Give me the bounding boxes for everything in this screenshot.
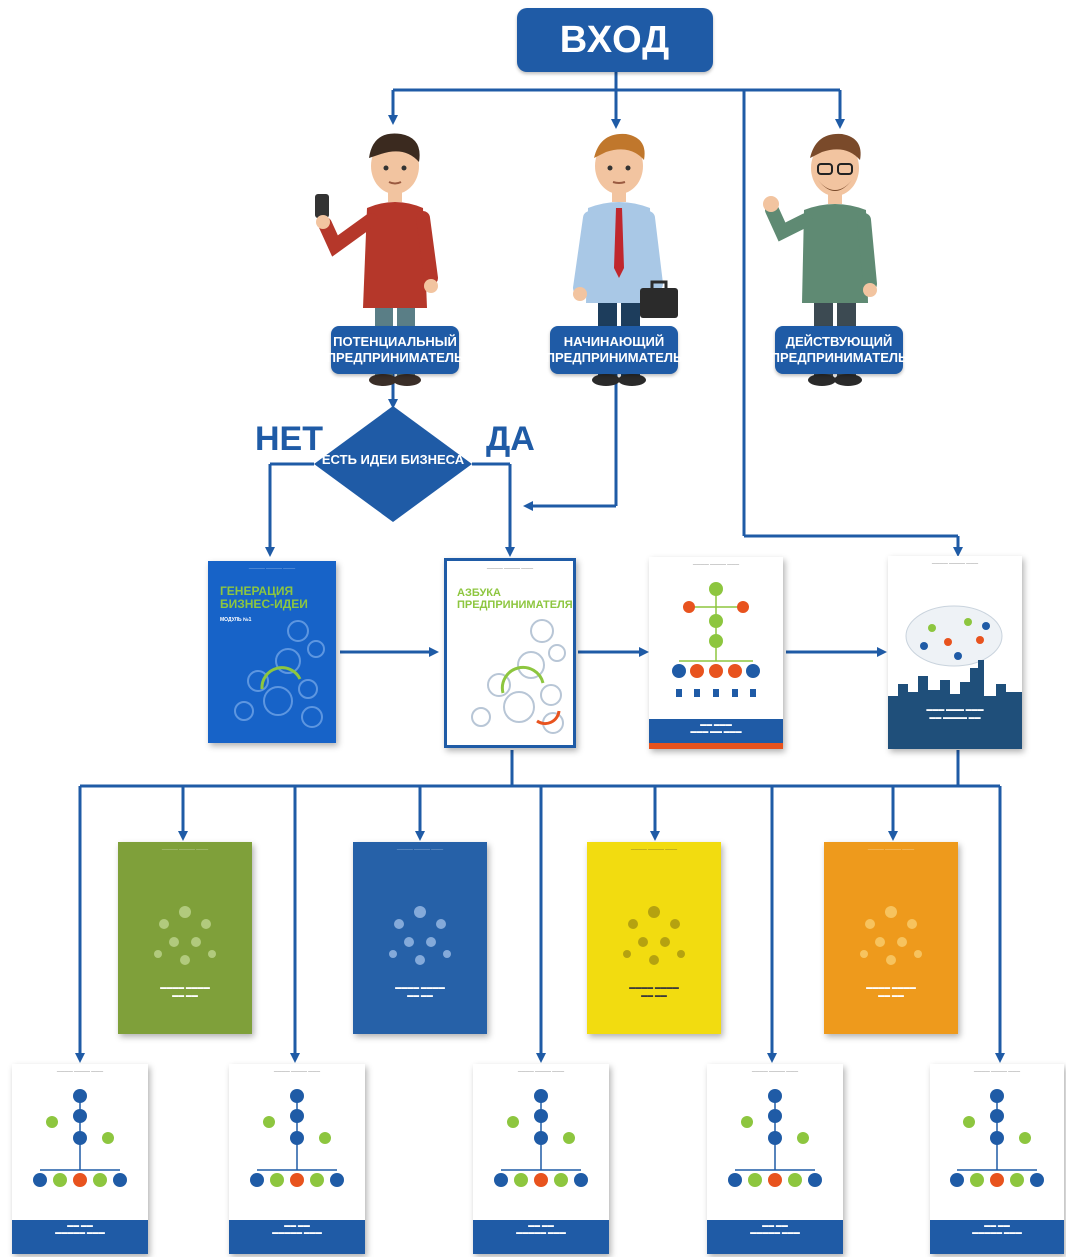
active-entrepreneur-label: ДЕЙСТВУЮЩИЙ ПРЕДПРИНИМАТЕЛЬ xyxy=(771,326,907,374)
network-icon xyxy=(154,906,216,965)
book-yellow-module[interactable]: ———— ———— ——— ▬▬▬▬ ▬▬▬▬▬▬ ▬▬ xyxy=(587,842,721,1034)
book-generation-title-2: БИЗНЕС-ИДЕИ xyxy=(220,597,308,611)
book-startup-support[interactable]: ———— ———— ——— ▬▬ ▬▬▬▬▬▬ ▬▬ ▬▬▬ xyxy=(649,557,783,749)
starting-entrepreneur-figure xyxy=(573,133,678,386)
potential-entrepreneur-label: ПОТЕНЦИАЛЬНЫЙ ПРЕДПРИНИМАТЕЛЬ xyxy=(327,326,463,374)
cloud-city-icon xyxy=(888,605,1022,749)
decision-diamond xyxy=(314,406,472,522)
book-azbuka[interactable]: ———— ———— ——— АЗБУКА ПРЕДПРИНИМАТЕЛЯ xyxy=(444,558,576,748)
book-blue-module[interactable]: ———— ———— ——— ▬▬▬▬ ▬▬▬▬▬▬ ▬▬ xyxy=(353,842,487,1034)
book-bottom-3[interactable]: ———— ———— ——— ▬▬ ▬▬▬▬▬▬▬ ▬▬▬ xyxy=(473,1064,609,1254)
book-generation-title-1: ГЕНЕРАЦИЯ xyxy=(220,584,294,598)
org-tree-icon xyxy=(950,1089,1044,1187)
book-generation-subtitle: МОДУЛЬ №1 xyxy=(220,617,252,623)
book-orange-module[interactable]: ———— ———— ——— ▬▬▬▬ ▬▬▬▬▬▬ ▬▬ xyxy=(824,842,958,1034)
book-generation-idea[interactable]: ———— ———— ——— ГЕНЕРАЦИЯ БИЗНЕС-ИДЕИ МОДУ… xyxy=(208,561,336,743)
decision-yes-label: ДА xyxy=(486,420,535,458)
org-tree-icon xyxy=(672,582,760,697)
gears-icon xyxy=(234,620,325,728)
network-icon xyxy=(623,906,685,965)
network-icon xyxy=(860,906,922,965)
book-bottom-2[interactable]: ———— ———— ——— ▬▬ ▬▬▬▬▬▬▬ ▬▬▬ xyxy=(229,1064,365,1254)
org-tree-icon xyxy=(728,1089,822,1187)
gears-icon xyxy=(471,619,566,734)
book-green-module[interactable]: ———— ———— ——— ▬▬▬▬ ▬▬▬▬▬▬ ▬▬ xyxy=(118,842,252,1034)
org-tree-icon xyxy=(494,1089,588,1187)
entry-label: ВХОД xyxy=(559,18,671,61)
book-bottom-5[interactable]: ———— ———— ——— ▬▬ ▬▬▬▬▬▬▬ ▬▬▬ xyxy=(930,1064,1064,1254)
book-bottom-4[interactable]: ———— ———— ——— ▬▬ ▬▬▬▬▬▬▬ ▬▬▬ xyxy=(707,1064,843,1254)
network-icon xyxy=(389,906,451,965)
book-azbuka-title-1: АЗБУКА xyxy=(457,587,501,599)
decision-text: ЕСТЬ ИДЕИ БИЗНЕСА xyxy=(321,452,465,467)
org-tree-icon xyxy=(33,1089,127,1187)
org-tree-icon xyxy=(250,1089,344,1187)
entry-box: ВХОД xyxy=(517,8,713,72)
starting-entrepreneur-label: НАЧИНАЮЩИЙ ПРЕДПРИНИМАТЕЛЬ xyxy=(546,326,682,374)
book-azbuka-title-2: ПРЕДПРИНИМАТЕЛЯ xyxy=(457,599,573,611)
potential-entrepreneur-figure xyxy=(315,133,438,386)
decision-no-label: НЕТ xyxy=(255,420,323,458)
book-bottom-1[interactable]: ———— ———— ——— ▬▬ ▬▬▬▬▬▬▬ ▬▬▬ xyxy=(12,1064,148,1254)
book-city-cloud[interactable]: ———— ———— ——— ▬▬▬ ▬▬▬ ▬▬▬▬▬ ▬▬▬▬ ▬▬ xyxy=(888,556,1022,749)
